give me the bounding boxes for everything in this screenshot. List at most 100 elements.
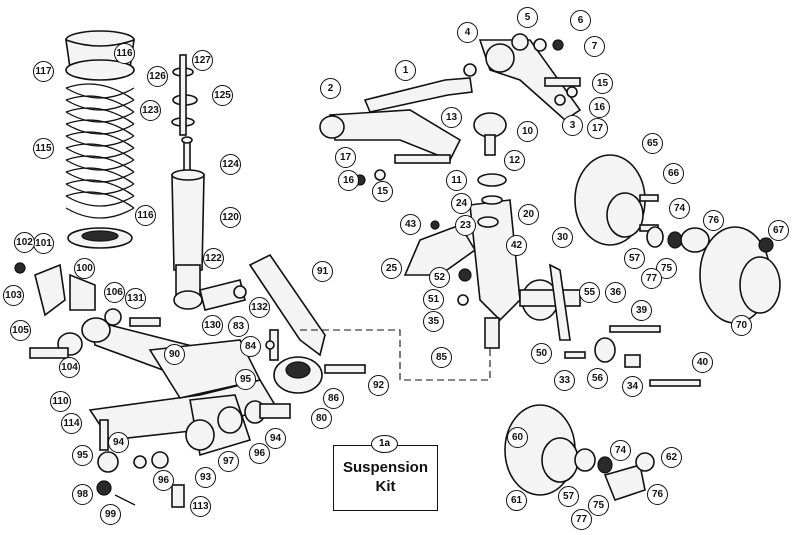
callout-16-b: 16 bbox=[338, 170, 359, 191]
callout-98: 98 bbox=[72, 484, 93, 505]
callout-5: 5 bbox=[517, 7, 538, 28]
callout-116: 116 bbox=[114, 43, 135, 64]
callout-12: 12 bbox=[504, 150, 525, 171]
stub-axle bbox=[403, 173, 701, 387]
callout-77: 77 bbox=[641, 268, 662, 289]
assembly-guide-line bbox=[300, 329, 491, 381]
callout-65: 65 bbox=[642, 133, 663, 154]
callout-67: 67 bbox=[768, 220, 789, 241]
callout-7: 7 bbox=[584, 36, 605, 57]
callout-24: 24 bbox=[451, 193, 472, 214]
callout-15: 15 bbox=[592, 73, 613, 94]
callout-66: 66 bbox=[663, 163, 684, 184]
callout-39: 39 bbox=[631, 300, 652, 321]
callout-115: 115 bbox=[33, 138, 54, 159]
front-hub-lower bbox=[504, 404, 655, 501]
callout-84: 84 bbox=[240, 336, 261, 357]
callout-75-b: 75 bbox=[588, 495, 609, 516]
callout-55: 55 bbox=[579, 282, 600, 303]
callout-60: 60 bbox=[507, 427, 528, 448]
callout-15-b: 15 bbox=[372, 181, 393, 202]
callout-110: 110 bbox=[50, 391, 71, 412]
callout-113: 113 bbox=[190, 496, 211, 517]
callout-56: 56 bbox=[587, 368, 608, 389]
callout-90: 90 bbox=[164, 344, 185, 365]
callout-101: 101 bbox=[33, 233, 54, 254]
callout-91: 91 bbox=[312, 261, 333, 282]
callout-85: 85 bbox=[431, 347, 452, 368]
callout-20: 20 bbox=[518, 204, 539, 225]
callout-80: 80 bbox=[311, 408, 332, 429]
callout-34: 34 bbox=[622, 376, 643, 397]
callout-17-b: 17 bbox=[335, 147, 356, 168]
callout-95-b: 95 bbox=[235, 369, 256, 390]
callout-99: 99 bbox=[100, 504, 121, 525]
callout-116-b: 116 bbox=[135, 205, 156, 226]
callout-130: 130 bbox=[202, 315, 223, 336]
suspension-kit-box: Suspension Kit bbox=[333, 445, 438, 511]
callout-3: 3 bbox=[562, 115, 583, 136]
kit-callout-1a: 1a bbox=[371, 435, 398, 453]
callout-92: 92 bbox=[368, 375, 389, 396]
callout-106: 106 bbox=[104, 282, 125, 303]
callout-52: 52 bbox=[429, 267, 450, 288]
callout-42: 42 bbox=[506, 235, 527, 256]
callout-132: 132 bbox=[249, 297, 270, 318]
callout-23: 23 bbox=[455, 215, 476, 236]
front-hub-upper bbox=[574, 154, 781, 324]
callout-103: 103 bbox=[3, 285, 24, 306]
callout-76: 76 bbox=[703, 210, 724, 231]
callout-123: 123 bbox=[140, 100, 161, 121]
callout-30: 30 bbox=[552, 227, 573, 248]
callout-114: 114 bbox=[61, 413, 82, 434]
callout-16: 16 bbox=[589, 97, 610, 118]
callout-74-b: 74 bbox=[610, 440, 631, 461]
callout-4: 4 bbox=[457, 22, 478, 43]
callout-10: 10 bbox=[517, 121, 538, 142]
callout-50: 50 bbox=[531, 343, 552, 364]
callout-57-b: 57 bbox=[558, 486, 579, 507]
callout-11: 11 bbox=[446, 170, 467, 191]
callout-43: 43 bbox=[400, 214, 421, 235]
callout-74: 74 bbox=[669, 198, 690, 219]
kit-title: Suspension bbox=[342, 459, 428, 476]
callout-40: 40 bbox=[692, 352, 713, 373]
callout-105: 105 bbox=[10, 320, 31, 341]
upper-wishbone bbox=[319, 33, 582, 186]
callout-117: 117 bbox=[33, 61, 54, 82]
kit-subtitle: Kit bbox=[375, 478, 396, 495]
callout-96-b: 96 bbox=[249, 443, 270, 464]
callout-94-b: 94 bbox=[265, 428, 286, 449]
callout-13: 13 bbox=[441, 107, 462, 128]
callout-124: 124 bbox=[220, 154, 241, 175]
callout-95: 95 bbox=[72, 445, 93, 466]
callout-35: 35 bbox=[423, 311, 444, 332]
callout-127: 127 bbox=[192, 50, 213, 71]
callout-2: 2 bbox=[320, 78, 341, 99]
shock-absorber bbox=[171, 54, 205, 310]
callout-120: 120 bbox=[220, 207, 241, 228]
callout-77-b: 77 bbox=[571, 509, 592, 530]
callout-102: 102 bbox=[14, 232, 35, 253]
callout-100: 100 bbox=[74, 258, 95, 279]
callout-83: 83 bbox=[228, 316, 249, 337]
callout-61: 61 bbox=[506, 490, 527, 511]
callout-1: 1 bbox=[395, 60, 416, 81]
callout-93: 93 bbox=[195, 467, 216, 488]
callout-125: 125 bbox=[212, 85, 233, 106]
callout-94: 94 bbox=[108, 432, 129, 453]
callout-51: 51 bbox=[423, 289, 444, 310]
callout-96: 96 bbox=[153, 470, 174, 491]
callout-6: 6 bbox=[570, 10, 591, 31]
callout-36: 36 bbox=[605, 282, 626, 303]
callout-76-b: 76 bbox=[647, 484, 668, 505]
callout-122: 122 bbox=[203, 248, 224, 269]
callout-126: 126 bbox=[147, 66, 168, 87]
callout-97: 97 bbox=[218, 451, 239, 472]
callout-25: 25 bbox=[381, 258, 402, 279]
callout-131: 131 bbox=[125, 288, 146, 309]
callout-57: 57 bbox=[624, 248, 645, 269]
callout-104: 104 bbox=[59, 357, 80, 378]
callout-33: 33 bbox=[554, 370, 575, 391]
